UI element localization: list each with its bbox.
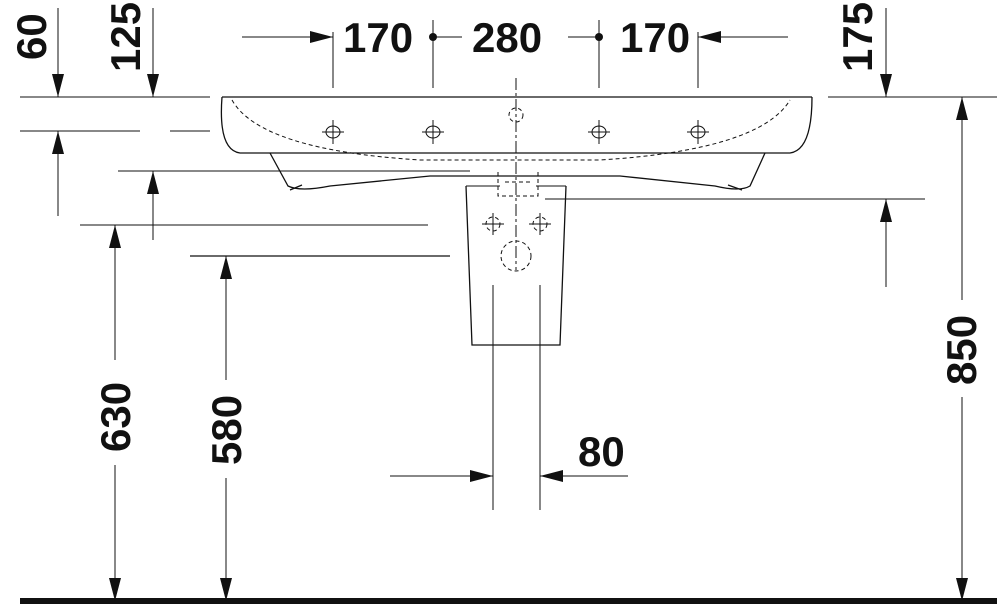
dim-label-580: 580	[203, 395, 250, 465]
dim-label-170-left: 170	[343, 14, 413, 61]
dimension-175: 175	[545, 2, 997, 287]
dimension-850: 850	[938, 97, 985, 601]
tap-hole-icon	[588, 120, 610, 144]
dim-label-175: 175	[834, 2, 881, 72]
washbasin	[220, 96, 813, 197]
dim-label-80: 80	[578, 428, 625, 475]
tap-hole-icon	[422, 120, 444, 144]
dimension-170-left: 170	[242, 14, 413, 88]
waste-hole-icon	[500, 240, 532, 272]
supply-hole-icon	[529, 213, 551, 235]
tap-holes	[322, 107, 709, 144]
pedestal	[465, 185, 567, 346]
dim-label-630: 630	[92, 382, 139, 452]
dimension-580: 580	[190, 255, 450, 601]
dim-label-125: 125	[102, 2, 149, 72]
supply-hole-icon	[482, 213, 504, 235]
dimension-60: 60	[8, 8, 210, 216]
dimension-170-right: 170	[620, 14, 788, 88]
dim-label-60: 60	[8, 13, 55, 60]
dim-label-280: 280	[472, 14, 542, 61]
dimension-630: 630	[80, 224, 428, 601]
dimension-280: 280	[429, 14, 603, 88]
dim-label-170-right: 170	[620, 14, 690, 61]
dimension-80: 80	[390, 428, 628, 482]
tap-hole-icon	[322, 120, 344, 144]
dimension-125: 125	[102, 2, 470, 240]
dim-label-850: 850	[938, 315, 985, 385]
tap-hole-icon	[687, 120, 709, 144]
